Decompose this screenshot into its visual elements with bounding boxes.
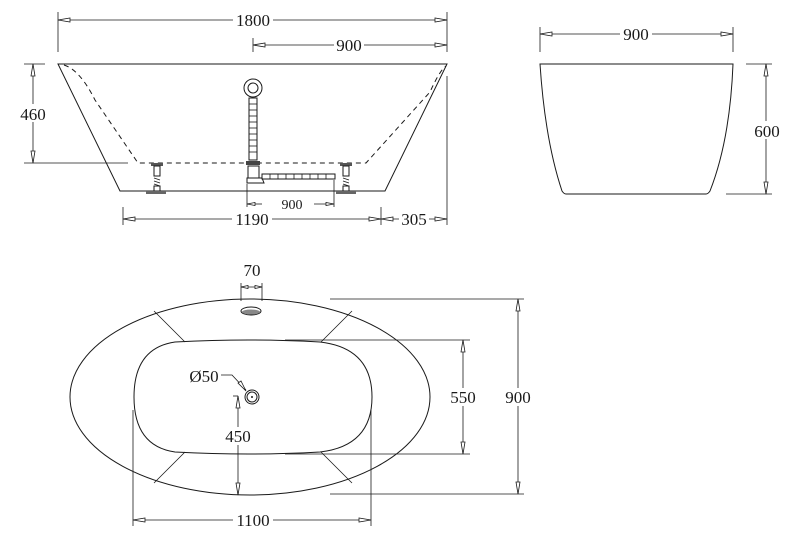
label-1190: 1190 bbox=[235, 210, 268, 229]
dim-end-offset: 305 bbox=[380, 210, 448, 229]
side-view: 1800 900 460 90 bbox=[18, 10, 448, 229]
label-1100: 1100 bbox=[236, 511, 269, 530]
label-drain-diameter: Ø50 bbox=[189, 367, 218, 386]
label-900-end: 900 bbox=[623, 25, 649, 44]
dim-base-length: 1190 bbox=[122, 207, 382, 229]
dim-drain-position: 450 bbox=[222, 395, 254, 496]
dim-drain-to-end: 900 bbox=[252, 36, 448, 55]
dim-inner-length: 1100 bbox=[132, 410, 372, 530]
dim-end-width: 900 bbox=[539, 25, 734, 52]
dim-height-to-floor: 460 bbox=[18, 63, 128, 164]
label-70: 70 bbox=[244, 261, 261, 280]
dim-inner-width: 550 bbox=[285, 339, 479, 455]
label-1800: 1800 bbox=[236, 11, 270, 30]
side-tub-outline bbox=[57, 63, 448, 192]
label-550: 550 bbox=[450, 388, 476, 407]
label-900-pipe: 900 bbox=[282, 198, 303, 213]
drain-flange bbox=[246, 161, 260, 165]
top-view: Ø50 70 450 550 bbox=[69, 261, 534, 530]
dim-overall-length: 1800 bbox=[57, 10, 448, 52]
label-600: 600 bbox=[754, 122, 780, 141]
right-foot bbox=[336, 163, 356, 194]
dim-overflow-width: 70 bbox=[240, 261, 263, 301]
end-view: 900 600 bbox=[539, 25, 782, 195]
end-tub-outline bbox=[539, 63, 734, 195]
overflow-outlet bbox=[240, 306, 262, 316]
left-foot bbox=[146, 163, 166, 194]
drain-pipe bbox=[261, 173, 336, 180]
outer-rim bbox=[69, 298, 431, 496]
dim-drain-pipe: 900 bbox=[246, 180, 335, 213]
overflow-pipe bbox=[248, 97, 258, 161]
drain-hole bbox=[244, 389, 260, 405]
label-900-outer: 900 bbox=[505, 388, 531, 407]
label-460: 460 bbox=[20, 105, 46, 124]
dim-end-height: 600 bbox=[726, 63, 782, 195]
overflow-ring bbox=[243, 78, 263, 98]
label-305: 305 bbox=[401, 210, 427, 229]
inner-basin bbox=[133, 339, 373, 455]
label-900-top: 900 bbox=[336, 36, 362, 55]
label-450: 450 bbox=[225, 427, 251, 446]
dim-outer-width: 900 bbox=[330, 298, 534, 495]
